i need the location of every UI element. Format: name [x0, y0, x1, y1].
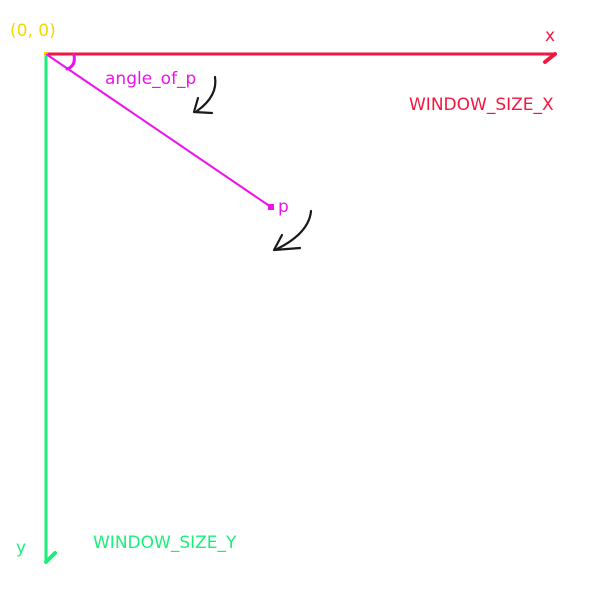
point-p-marker [268, 204, 274, 210]
window-size-y-label: WINDOW_SIZE_Y [93, 533, 237, 553]
window-size-x-label: WINDOW_SIZE_X [409, 95, 554, 115]
y-axis-label: y [16, 538, 26, 558]
clockwise-curved-arrow-icon [272, 209, 313, 252]
angle-label: angle_of_p [105, 69, 196, 89]
y-axis-arrowhead [44, 551, 57, 564]
x-axis-label: x [545, 26, 555, 46]
vector-to-p [45, 53, 272, 208]
clockwise-curved-arrow-icon [192, 75, 217, 115]
angle-arc [65, 53, 76, 71]
origin-label: (0, 0) [10, 21, 56, 41]
point-p-label: p [278, 197, 289, 217]
x-axis-arrowhead [543, 52, 557, 64]
